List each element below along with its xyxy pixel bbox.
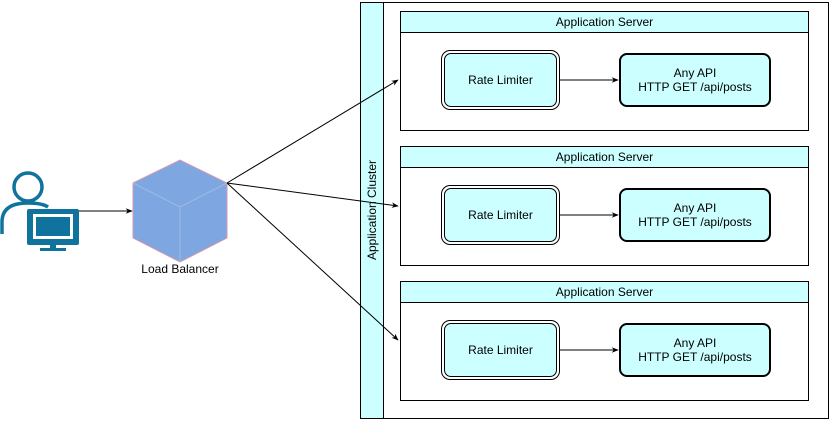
- load-balancer-cube-icon: [132, 159, 228, 263]
- api-endpoint-1-line2: HTTP GET /api/posts: [638, 80, 752, 94]
- application-server-1-title: Application Server: [555, 15, 654, 29]
- application-server-3-title: Application Server: [555, 285, 654, 299]
- edge-load-balancer-to-server-1: [226, 79, 399, 184]
- rate-limiter-2: Rate Limiter: [441, 185, 560, 245]
- api-endpoint-2-line2: HTTP GET /api/posts: [638, 215, 752, 229]
- load-balancer-label: Load Balancer: [141, 262, 219, 276]
- user-at-computer-icon: [0, 171, 79, 251]
- rate-limiter-2-label: Rate Limiter: [468, 208, 533, 222]
- rate-limiter-2-body: Rate Limiter: [444, 188, 557, 242]
- rate-limiter-1: Rate Limiter: [441, 50, 560, 110]
- rate-limiter-3: Rate Limiter: [441, 320, 560, 380]
- rate-limiter-3-body: Rate Limiter: [444, 323, 557, 377]
- rate-limiter-1-body: Rate Limiter: [444, 53, 557, 107]
- application-server-2-title: Application Server: [555, 150, 654, 164]
- application-server-2-header: Application Server: [400, 146, 809, 168]
- edge-load-balancer-to-server-3: [226, 182, 399, 341]
- application-cluster-header: [360, 2, 384, 419]
- api-endpoint-3-line1: Any API: [673, 336, 717, 350]
- rate-limiter-3-label: Rate Limiter: [468, 343, 533, 357]
- api-endpoint-3: Any API HTTP GET /api/posts: [619, 323, 771, 377]
- application-server-1-header: Application Server: [400, 11, 809, 33]
- api-endpoint-3-line2: HTTP GET /api/posts: [638, 350, 752, 364]
- api-endpoint-2: Any API HTTP GET /api/posts: [619, 188, 771, 242]
- api-endpoint-1: Any API HTTP GET /api/posts: [619, 53, 771, 107]
- rate-limiter-1-label: Rate Limiter: [468, 73, 533, 87]
- edge-load-balancer-to-server-2: [226, 182, 399, 208]
- application-server-3-header: Application Server: [400, 281, 809, 303]
- api-endpoint-1-line1: Any API: [673, 66, 717, 80]
- api-endpoint-2-line1: Any API: [673, 201, 717, 215]
